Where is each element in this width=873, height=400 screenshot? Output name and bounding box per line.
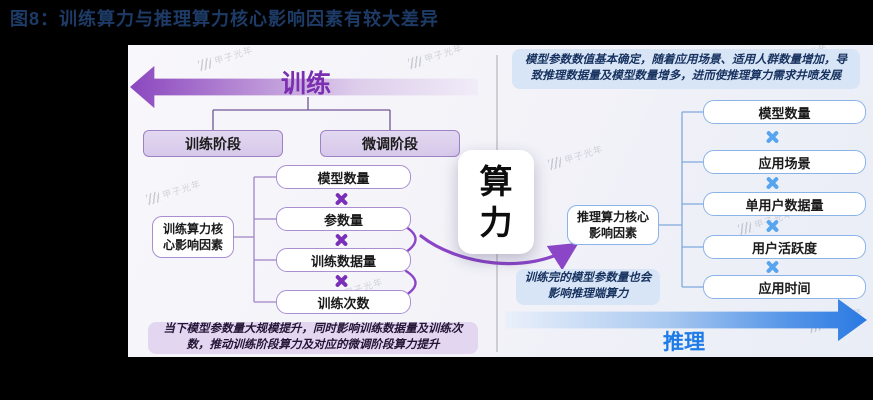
finetune-stage-box: 微调阶段 [320, 130, 460, 157]
multiply-icon [334, 232, 349, 247]
training-arrow-label: 训练 [280, 70, 331, 98]
connector-lines [212, 55, 703, 352]
inference-source-line1: 推理算力核心 [576, 209, 649, 224]
multiply-icon [334, 191, 349, 206]
training-factor-model-count: 模型数量 [276, 165, 411, 189]
inference-bottom-note: 训练完的模型参数量也会影响推理端算力 [516, 269, 660, 305]
inference-factor-user-activity: 用户活跃度 [703, 235, 866, 259]
compute-power-node: 算 力 [458, 150, 534, 254]
training-factor-data-volume: 训练数据量 [276, 248, 411, 272]
compute-power-char1: 算 [479, 162, 513, 200]
inference-factor-model-count: 模型数量 [703, 100, 866, 124]
inference-top-note: 模型参数数值基本确定，随着应用场景、适用人群数量增加，导致推理数据量及模型数量增… [512, 49, 860, 89]
training-factors-source-box: 训练算力核 心影响因素 [152, 216, 234, 258]
inference-factors-source-box: 推理算力核心 影响因素 [567, 205, 659, 245]
training-tree-connector [212, 97, 391, 130]
inference-arrow-label: 推理 [663, 331, 705, 354]
curve-brace-bottom [404, 269, 417, 297]
inference-factor-app-scenarios: 应用场景 [703, 150, 866, 174]
multiply-icon [765, 129, 780, 144]
training-factor-train-count: 训练次数 [276, 290, 411, 314]
training-to-inference-swoosh-arrow [419, 234, 579, 271]
diagram-panel: 甲子光年 甲子光年 甲子光年 甲子光年 甲子光年 甲子光年 甲子光年 甲子光年 … [128, 43, 873, 357]
training-note: 当下模型参数量大规模提升，同时影响训练数据量及训练次数，推动训练阶段算力及对应的… [148, 322, 478, 354]
inference-factor-app-time: 应用时间 [703, 275, 866, 299]
compute-power-char2: 力 [479, 204, 513, 241]
multiply-icon [765, 259, 780, 274]
curve-brace-top [404, 225, 417, 254]
inference-bracket-connector [659, 111, 703, 288]
figure-title: 图8：训练算力与推理算力核心影响因素有较大差异 [10, 9, 440, 29]
multiply-icon [334, 273, 349, 288]
training-source-line2: 心影响因素 [162, 238, 223, 252]
training-source-line1: 训练算力核 [162, 221, 223, 236]
training-factor-parameters: 参数量 [276, 207, 411, 231]
inference-source-line2: 影响因素 [588, 226, 637, 240]
multiply-icon [765, 175, 780, 190]
training-stage-box: 训练阶段 [143, 130, 283, 157]
training-bracket-connector [234, 176, 276, 303]
multiply-icon [765, 218, 780, 233]
inference-factor-per-user-data: 单用户数据量 [703, 192, 866, 216]
